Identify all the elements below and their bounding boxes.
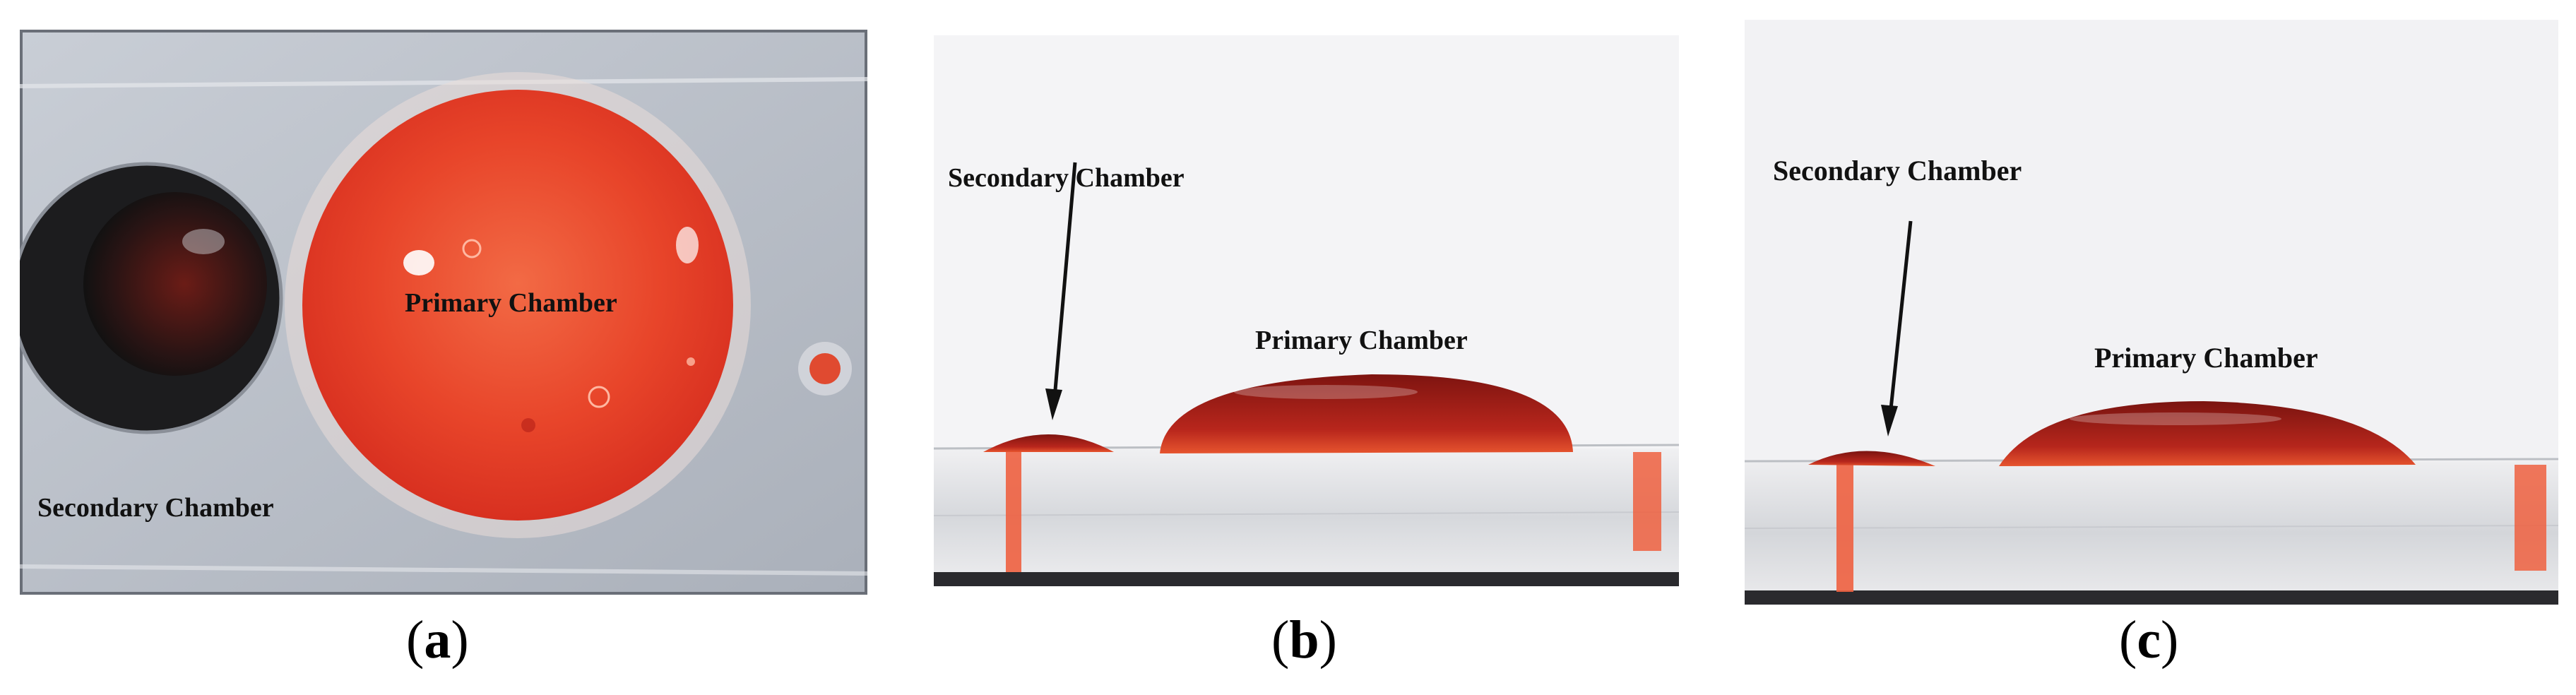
side-view-photo-c (1745, 20, 2558, 605)
secondary-chamber-drop (1808, 451, 1935, 466)
primary-chamber-drop (1160, 374, 1573, 453)
caption-a: (a) (406, 610, 469, 670)
arrow-to-secondary-chamber (1881, 220, 1913, 436)
secondary-chamber-drop (20, 162, 283, 434)
device-substrate (934, 449, 1679, 586)
secondary-chamber-label: Secondary Chamber (1773, 155, 2022, 186)
photo-panel-b: Secondary Chamber Primary Chamber (934, 35, 1679, 586)
side-view-photo-b (934, 35, 1679, 586)
side-port (798, 342, 852, 396)
caption-c: (c) (2119, 610, 2179, 670)
secondary-chamber-label: Secondary Chamber (37, 493, 274, 523)
secondary-chamber-drop (983, 434, 1114, 452)
photo-panel-a: Primary Chamber Secondary Chamber (20, 30, 867, 595)
primary-chamber-drop (1999, 401, 2416, 466)
arrow-to-secondary-chamber (1045, 162, 1077, 420)
primary-chamber-drop (285, 72, 751, 538)
secondary-chamber-label: Secondary Chamber (948, 163, 1185, 193)
top-view-photo (20, 30, 867, 595)
device-substrate (1745, 461, 2558, 605)
primary-chamber-label: Primary Chamber (1255, 326, 1468, 355)
caption-b: (b) (1271, 610, 1337, 670)
primary-chamber-label: Primary Chamber (405, 288, 617, 318)
primary-chamber-label: Primary Chamber (2094, 342, 2318, 374)
photo-panel-c: Secondary Chamber Primary Chamber (1745, 20, 2558, 605)
